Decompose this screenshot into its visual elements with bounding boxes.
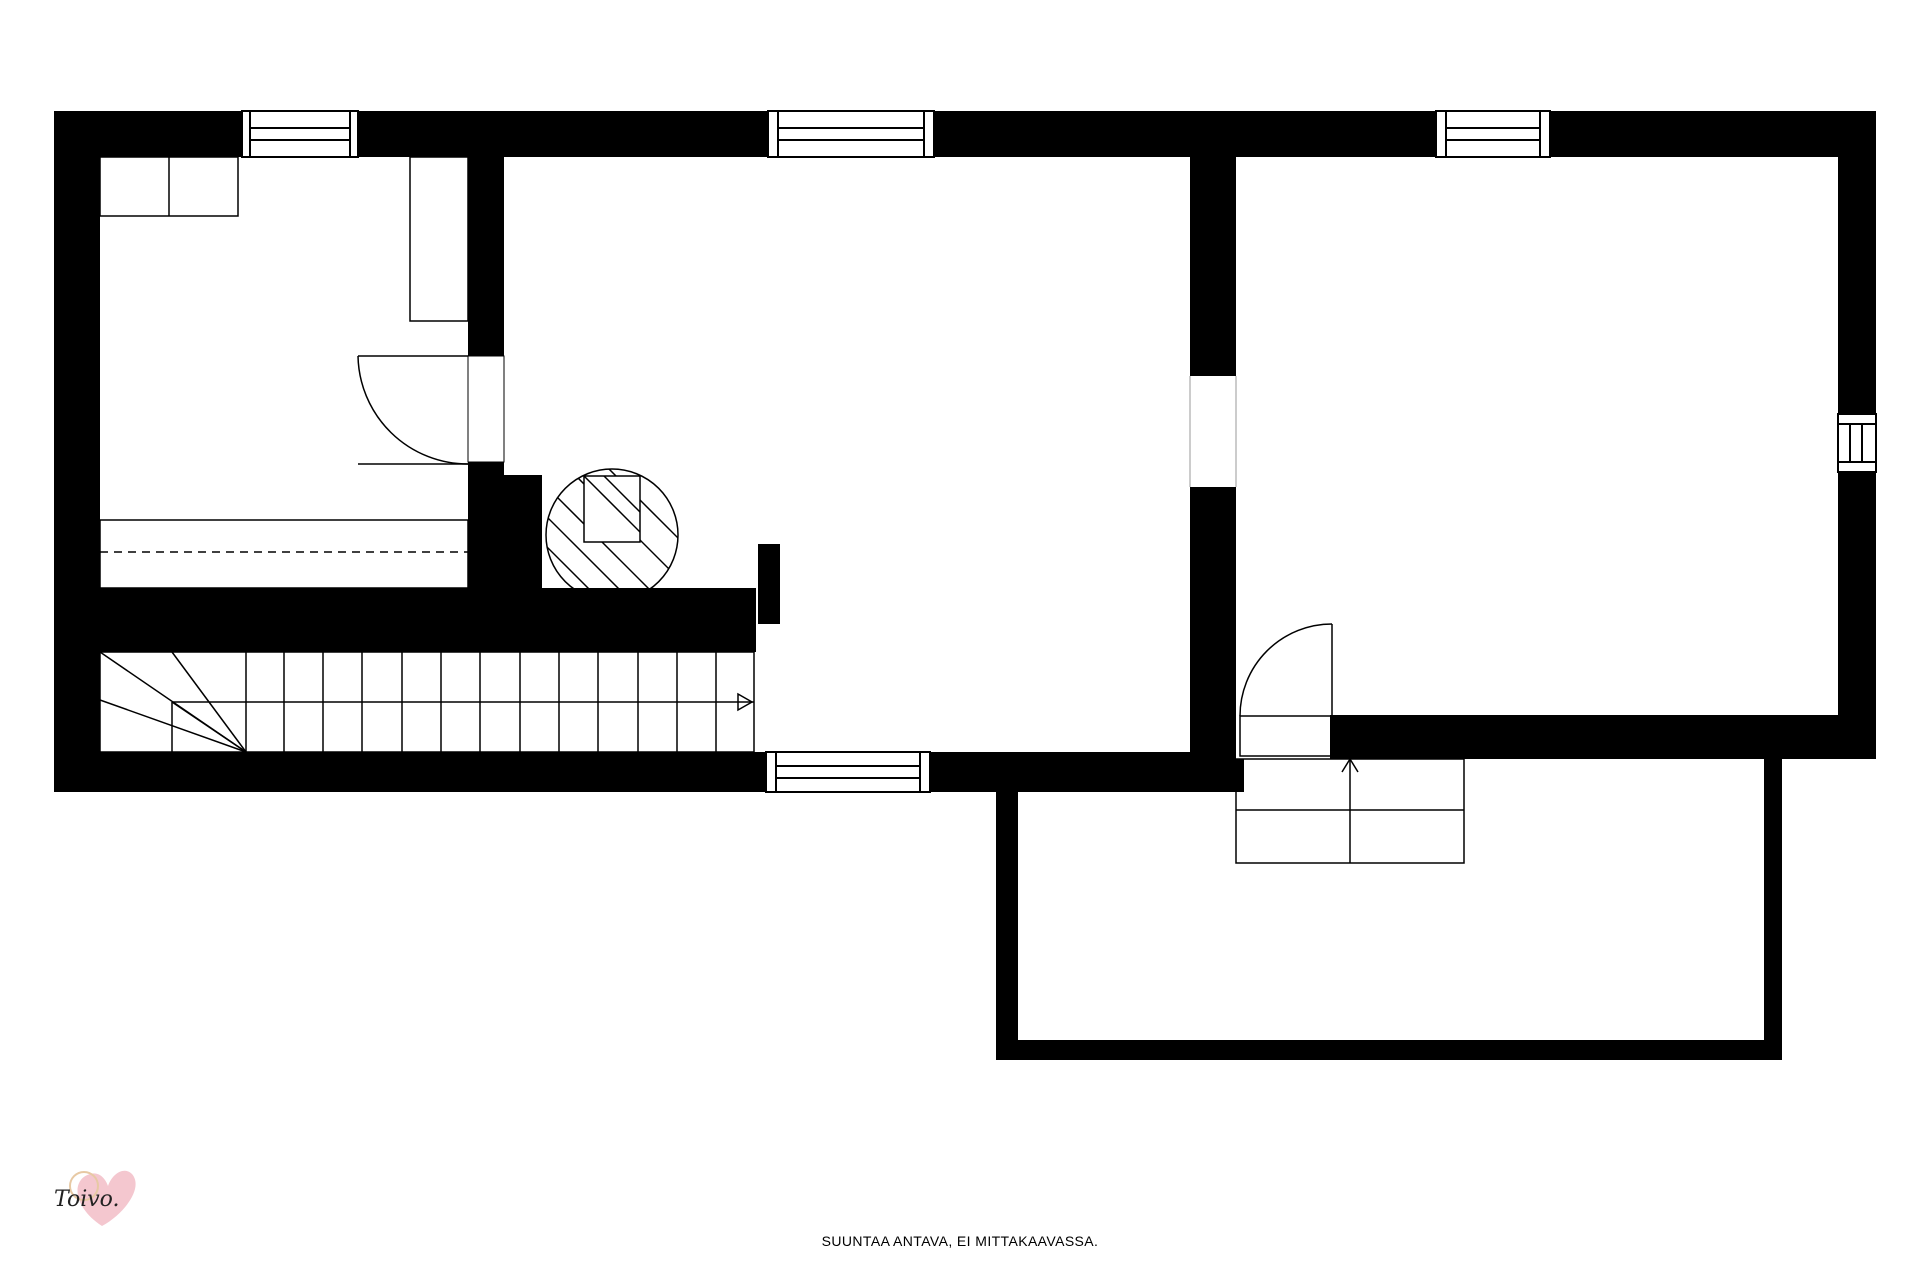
door-bedroom [357,355,469,465]
doorway-middle-right [1190,376,1236,487]
windows [241,110,1877,793]
counter-bottom [99,519,469,589]
doorway-bedroom [467,355,505,463]
staircase [99,651,755,753]
logo-heart-shape [77,1170,136,1226]
window-top-left [241,110,359,158]
wardrobe-top-left [99,156,239,217]
toivo-logo: Toivo. [44,1150,144,1240]
interior-walls [54,111,1330,792]
openings [467,355,1237,487]
doors [357,355,1333,757]
closet-right [409,156,469,322]
window-right [1837,413,1877,473]
exterior-walls [54,111,1876,792]
entrance-arrow [1341,757,1359,773]
fixtures [99,156,679,602]
logo-wordmark: Toivo. [54,1187,120,1212]
stair-arrow [737,692,754,712]
window-bottom [765,751,931,793]
window-top-right [1435,110,1551,158]
door-right-room [1239,623,1333,757]
disclaimer-text: SUUNTAA ANTAVA, EI MITTAKAAVASSA. [821,1233,1099,1249]
window-top-middle [767,110,935,158]
terrace-outline [996,752,1782,1060]
logo-ring-shape [69,1171,99,1201]
entrance-steps [1235,757,1465,864]
